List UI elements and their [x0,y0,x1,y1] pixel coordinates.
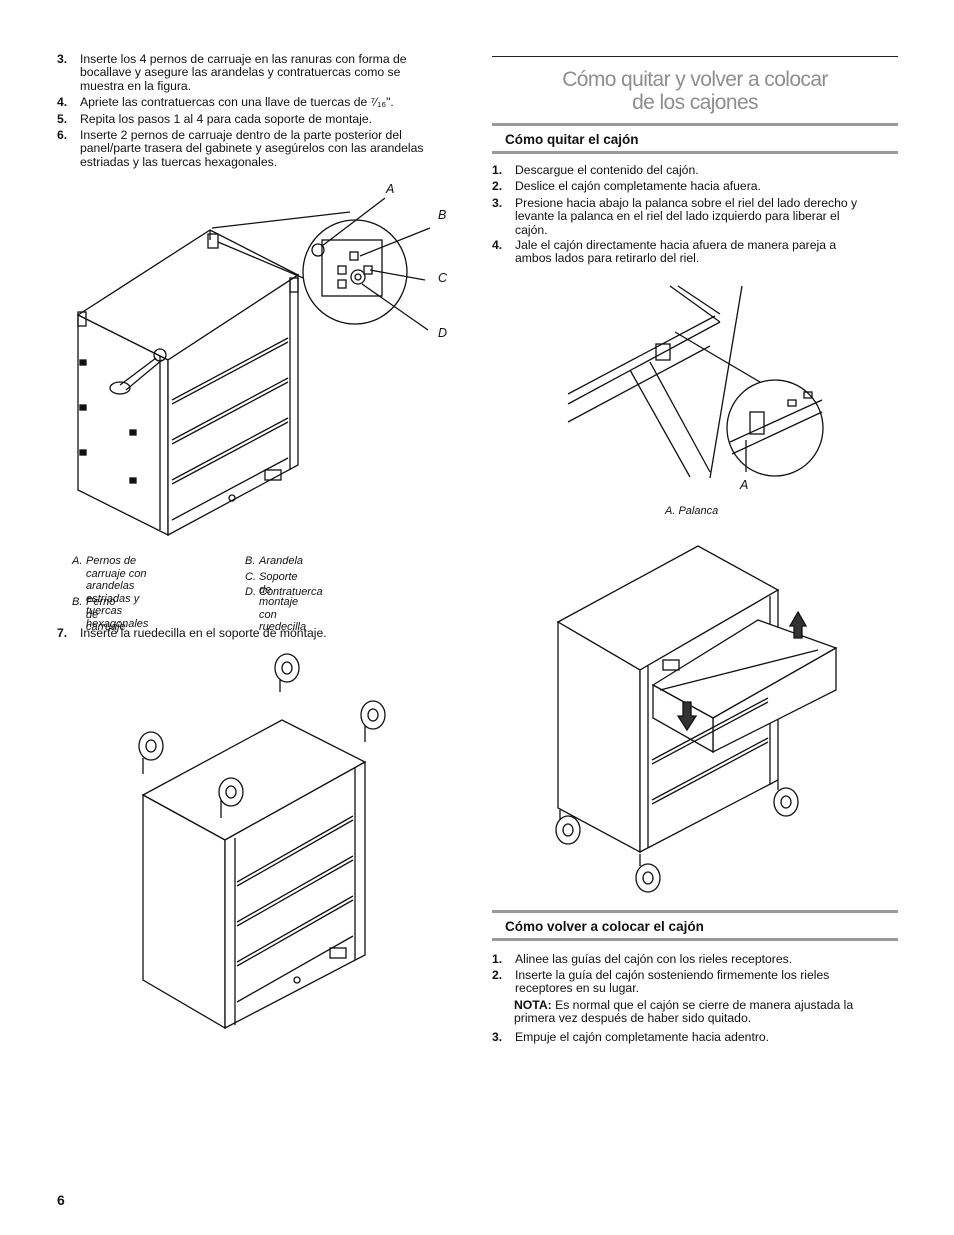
caption-line: Arandela [259,555,304,567]
caption-key: C. [245,571,256,583]
callout-c: C [438,271,448,285]
step-text: Presione hacia abajo la palanca sobre el… [515,196,858,237]
title-rule [492,56,898,57]
step-number: 3. [57,52,68,66]
heading-text: Cómo volver a colocar el cajón [505,919,704,934]
step-text: Apriete las contratuercas con una llave … [80,95,394,109]
caption-text: Perno de carruaje [86,596,126,634]
step-text: Inserte la ruedecilla en el soporte de m… [80,626,327,640]
step-number: 3. [492,196,503,210]
caption-line: tuercas hexagonales [86,605,149,630]
figure-cabinet-casters [138,653,386,1030]
step-number: 4. [492,238,503,252]
step-text: Repita los pasos 1 al 4 para cada soport… [80,112,373,126]
callout-d: D [438,326,448,340]
step-text: Deslice el cajón completamente hacia afu… [515,179,761,193]
step-text: Inserte 2 pernos de carruaje dentro de l… [80,128,424,169]
step-text: Descargue el contenido del cajón. [515,163,699,177]
step-number: 5. [57,112,68,126]
note-text-2: primera vez después de haber sido quitad… [514,1011,752,1026]
step-line: levante la palanca en el riel del lado i… [515,209,840,224]
caption-text: Contratuerca [259,586,323,599]
step-number: 7. [57,626,68,640]
caption-line: arandelas estriadas y [86,580,140,605]
figure-cabinet-mounting-bracket [76,197,431,537]
step-number: 3. [492,1030,503,1044]
callout-b: B [438,208,447,222]
step-number: 4. [57,95,68,109]
step-text: Jale el cajón directamente hacia afuera … [515,238,837,266]
callout-a: A [386,182,395,196]
rail-callout-a: A [740,478,749,492]
step-text: Alinee las guías del cajón con los riele… [515,952,793,966]
step-text: Inserte la guía del cajón sosteniendo fi… [515,968,830,996]
step-line: bocallave y asegure las arandelas y cont… [80,65,401,80]
note-label: NOTA: [514,998,552,1012]
caption-key: A. [72,555,83,567]
step-text: Empuje el cajón completamente hacia aden… [515,1030,770,1044]
step-line: Repita los pasos 1 al 4 para cada soport… [80,112,373,126]
step-number: 6. [57,128,68,142]
step-line: muestra en la figura. [80,78,192,93]
step-line: ambos lados para retirarlo del riel. [515,251,700,266]
note: NOTA: Es normal que el cajón se cierre d… [514,998,898,1026]
step-number: 2. [492,968,503,982]
section-title-line1: Cómo quitar y volver a colocar [562,68,828,91]
figure-drawer-removal [555,545,838,893]
caption-line: Perno de carruaje [86,596,126,633]
step-line: Alinee las guías del cajón con los riele… [515,952,793,966]
step-line: receptores en su lugar. [515,981,639,996]
caption-line: Soporte de montaje con ruedecilla [259,571,307,633]
caption-key: B. [245,555,256,567]
page-number: 6 [57,1192,65,1208]
step-number: 1. [492,163,503,177]
section-title-line2: de los cajones [632,91,758,114]
caption-text: Soporte de montaje con ruedecilla [259,571,306,634]
step-number: 1. [492,952,503,966]
step-line: Apriete las contratuercas con una llave … [80,95,394,109]
rail-caption: A. Palanca [665,505,719,517]
figure-rail-lever [567,285,824,479]
step-line: Inserte los 4 pernos de carruaje en las … [80,52,407,66]
heading-text: Cómo quitar el cajón [505,132,639,147]
caption-key: D. [245,586,256,598]
step-line: Deslice el cajón completamente hacia afu… [515,179,761,193]
step-line: Presione hacia abajo la palanca sobre el… [515,196,858,210]
step-line: panel/parte trasera del gabinete y asegú… [80,141,424,156]
note-text-1: Es normal que el cajón se cierre de mane… [551,998,854,1012]
caption-key: B. [72,596,83,608]
caption-line: Pernos de carruaje con [86,555,147,580]
step-line: Descargue el contenido del cajón. [515,163,699,177]
step-line: estriadas y las tuercas hexagonales. [80,154,278,169]
step-line: Jale el cajón directamente hacia afuera … [515,238,837,252]
caption-line: Contratuerca [259,586,323,598]
step-line: Inserte 2 pernos de carruaje dentro de l… [80,128,402,142]
caption-text: Arandela [259,555,303,568]
step-line: cajón. [515,222,548,237]
step-line: Inserte la guía del cajón sosteniendo fi… [515,968,830,982]
step-text: Inserte los 4 pernos de carruaje en las … [80,52,407,93]
step-number: 2. [492,179,503,193]
